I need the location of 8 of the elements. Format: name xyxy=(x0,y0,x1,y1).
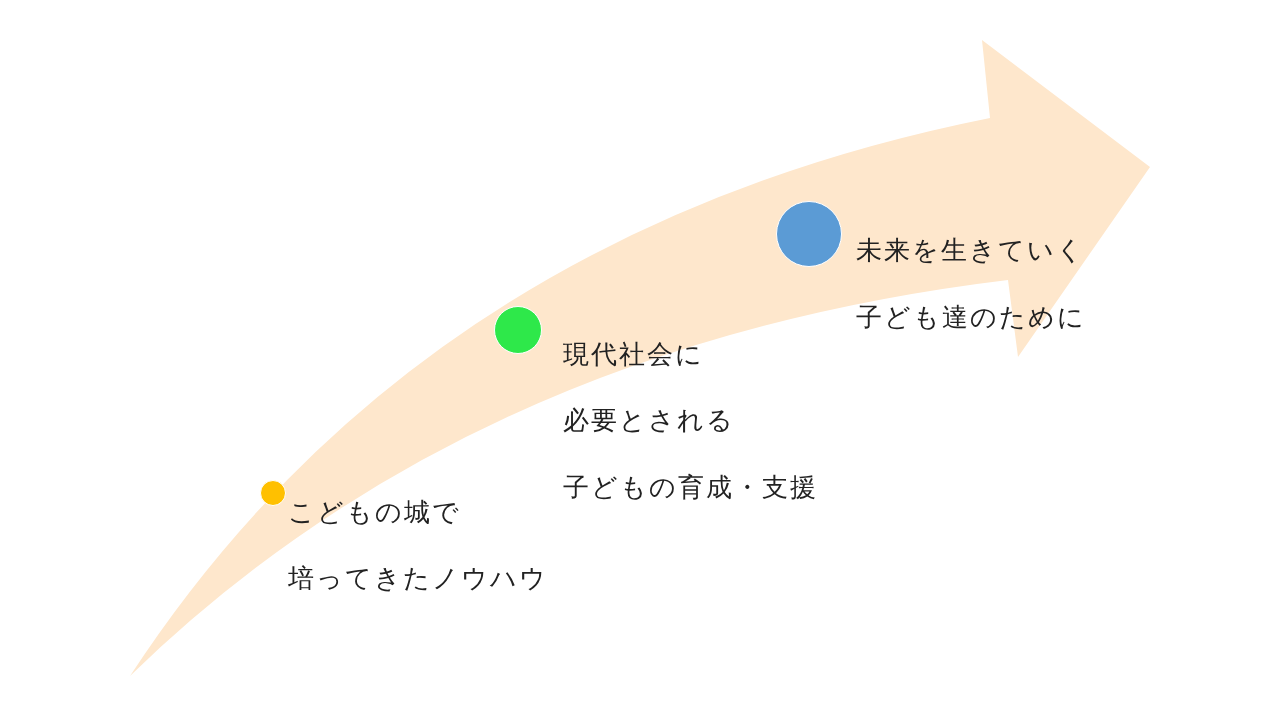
milestone-caption: 培ってきたノウハウ xyxy=(288,562,548,594)
milestone-caption: こどもの城で xyxy=(288,496,461,528)
milestone-dot xyxy=(260,480,286,506)
milestone-caption: 未来を生きていく xyxy=(856,234,1085,266)
milestone-caption: 子ども達のために xyxy=(856,301,1086,333)
milestone-caption: 子どもの育成・支援 xyxy=(563,471,818,503)
milestone-caption: 必要とされる xyxy=(563,404,735,436)
milestone-caption: 現代社会に xyxy=(563,338,704,370)
